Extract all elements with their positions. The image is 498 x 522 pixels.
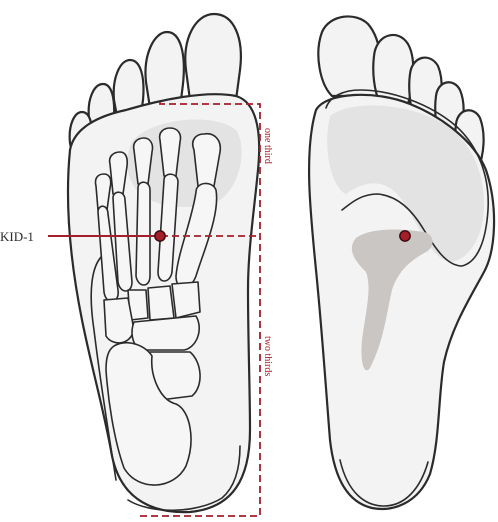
left-foot-skeleton-view <box>68 14 259 512</box>
left-metatarsal-3 <box>136 182 150 285</box>
left-phalanx-5 <box>95 174 110 210</box>
right-big-toe <box>318 16 381 96</box>
left-cuneiform-middle <box>148 286 174 320</box>
left-big-toe <box>185 14 241 100</box>
left-phalanx-4 <box>110 152 128 194</box>
kid-1-point-right <box>400 231 410 241</box>
one-third-label: one third <box>262 128 273 164</box>
two-thirds-label: two thirds <box>262 336 273 376</box>
left-cuboid <box>104 298 134 343</box>
kid-1-label: KID-1 <box>0 229 34 244</box>
right-foot-sole-view <box>309 16 494 509</box>
left-cuneiform-medial <box>172 282 200 318</box>
left-phalanx-2 <box>160 128 181 176</box>
kid-1-point-left <box>155 231 165 241</box>
left-navicular <box>132 316 199 350</box>
